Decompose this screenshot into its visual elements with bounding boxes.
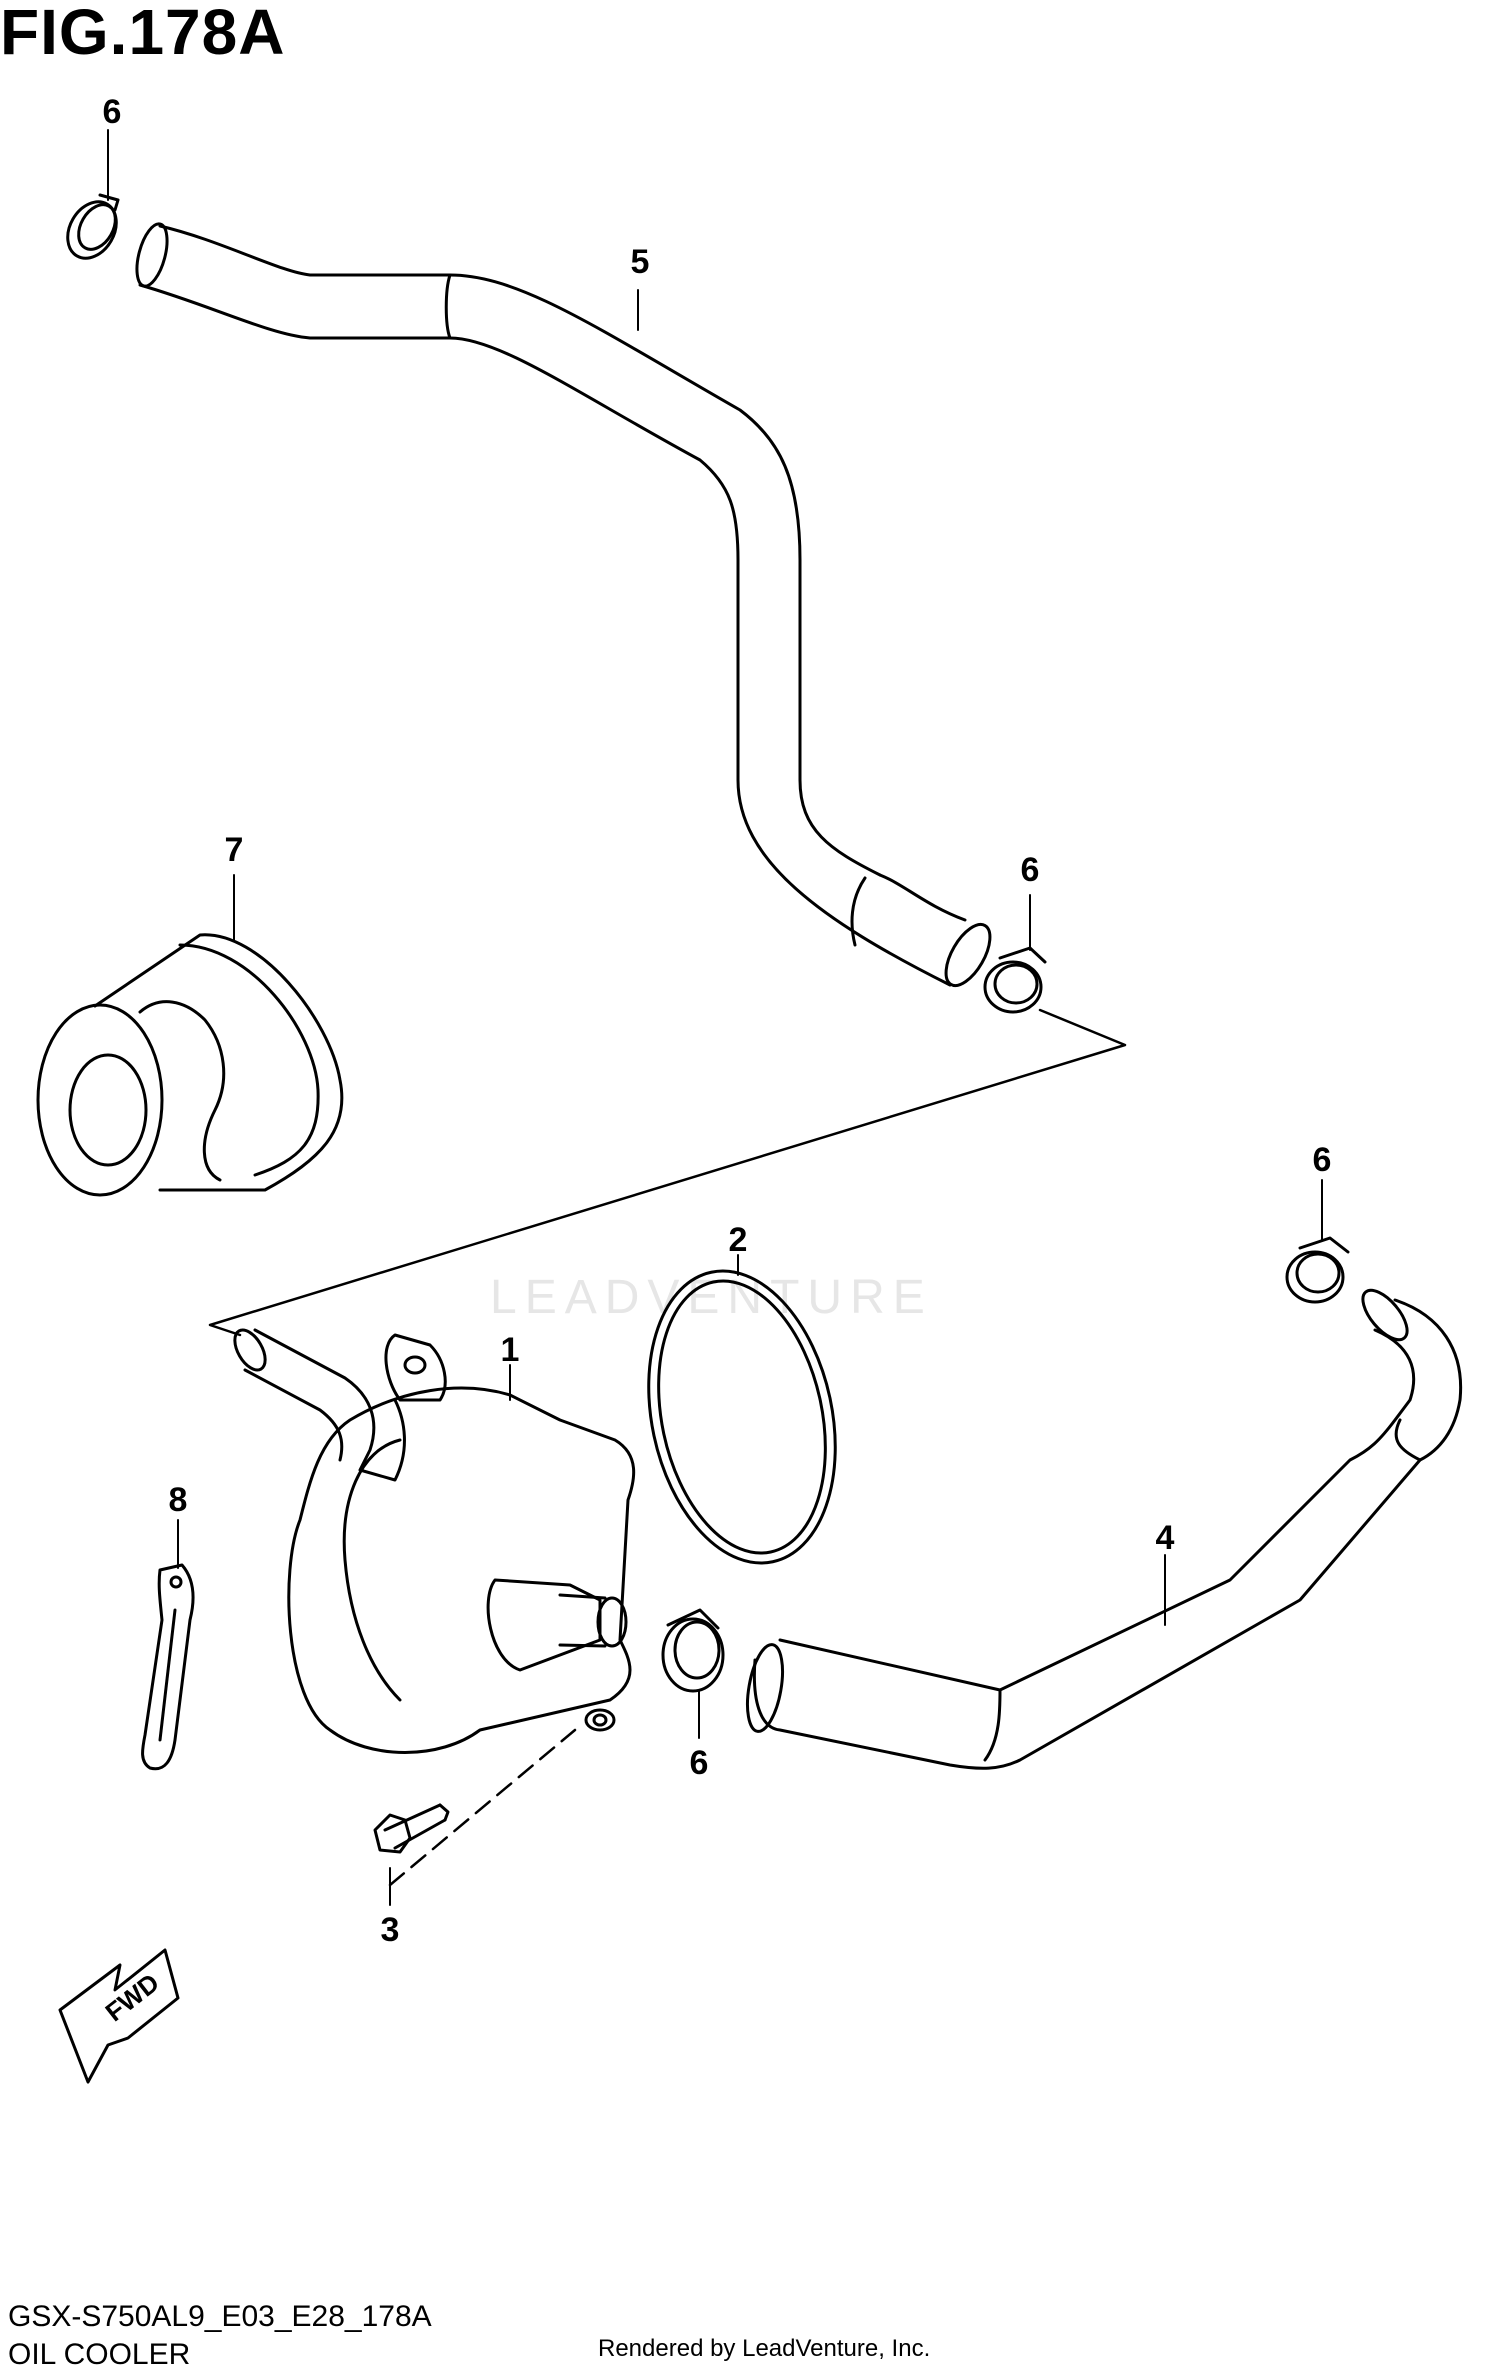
callout-1: 1: [500, 1331, 520, 1369]
callout-8: 8: [168, 1481, 188, 1519]
callout-6-right: 6: [1312, 1141, 1332, 1179]
oil-filter-part-7: [38, 935, 342, 1195]
o-ring-part-2: [623, 1254, 861, 1581]
hose-upper-part-5: [131, 221, 999, 993]
callout-6-upper-right: 6: [1020, 851, 1040, 889]
leader-lines: [108, 130, 1322, 1905]
strap-part-8: [143, 1565, 194, 1769]
figure-title: FIG.178A: [0, 0, 286, 68]
callout-6-top-left: 6: [102, 93, 122, 131]
clamp-right: [1287, 1238, 1348, 1302]
callout-2: 2: [728, 1221, 748, 1259]
callout-6-lower: 6: [689, 1744, 709, 1782]
callout-4: 4: [1155, 1519, 1175, 1557]
hose-lower-part-4: [742, 1283, 1461, 1768]
callout-5: 5: [630, 243, 650, 281]
render-credit: Rendered by LeadVenture, Inc.: [598, 2335, 931, 2362]
alignment-lines: [210, 1010, 1125, 1885]
bolt-part-3: [375, 1805, 448, 1852]
clamp-upper-right: [985, 948, 1045, 1012]
clamp-lower: [663, 1610, 723, 1691]
section-name: OIL COOLER: [8, 2338, 191, 2371]
clamp-top-left: [58, 193, 126, 267]
watermark-text: LEADVENTURE: [490, 1271, 933, 1324]
oil-cooler-part-1: [229, 1325, 634, 1753]
model-code: GSX-S750AL9_E03_E28_178A: [8, 2300, 432, 2333]
fwd-arrow: [60, 1950, 178, 2082]
callout-7: 7: [224, 831, 244, 869]
callout-3: 3: [380, 1911, 400, 1949]
